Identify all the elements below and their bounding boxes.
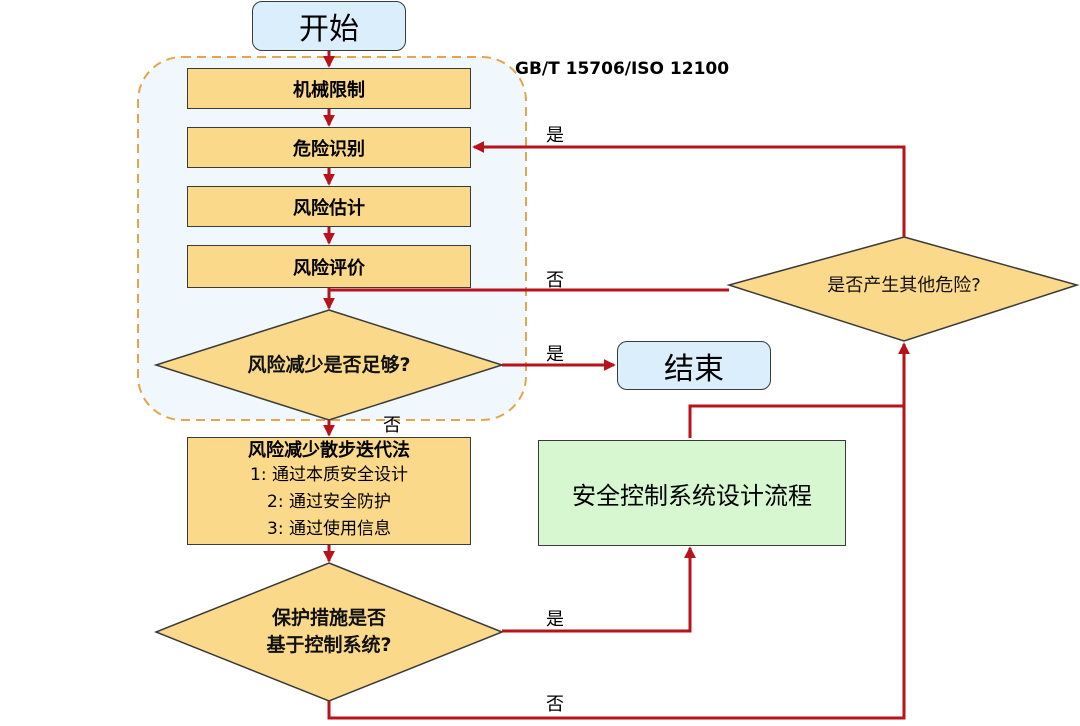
- label-yes-protect-to-control: 是: [546, 609, 564, 630]
- decision-risk-text: 风险减少是否足够?: [247, 353, 411, 376]
- decision-other-text: 是否产生其他危险?: [827, 275, 981, 297]
- step-machine-limits: 机械限制: [187, 68, 471, 109]
- control-system-design-box: 安全控制系统设计流程: [538, 440, 846, 546]
- step-risk-estimation: 风险估计: [187, 186, 471, 227]
- iterative-title: 风险减少散步迭代法: [248, 439, 410, 461]
- decision-protect-line-2: 基于控制系统?: [266, 634, 392, 656]
- decision-protect-label: 保护措施是否 基于控制系统?: [196, 602, 462, 662]
- iterative-line-3: 3: 通过使用信息: [267, 519, 391, 540]
- step-hazard-identification: 危险识别: [187, 127, 471, 168]
- label-no-other-to-decision: 否: [546, 270, 564, 291]
- decision-other-shape: [726, 236, 1080, 342]
- decision-protect-line-1: 保护措施是否: [271, 607, 386, 630]
- label-no-protect-to-other: 否: [546, 694, 564, 715]
- step-risk-evaluation: 风险评价: [187, 245, 471, 288]
- arrow-other-yes-to-hazard: [472, 141, 906, 237]
- decision-risk-label: 风险减少是否足够?: [196, 345, 462, 385]
- arrow-protect-to-control: [502, 546, 696, 633]
- decision-other-label: 是否产生其他危险?: [780, 266, 1028, 306]
- start-node: 开始: [252, 1, 406, 51]
- iterative-line-2: 2: 通过安全防护: [267, 492, 391, 513]
- arrow-protect-no-to-other: [327, 342, 910, 720]
- iterative-method-box: 风险减少散步迭代法 1: 通过本质安全设计 2: 通过安全防护 3: 通过使用信…: [187, 437, 471, 545]
- label-yes-risk-to-end: 是: [546, 344, 564, 365]
- line-control-up: [688, 404, 904, 438]
- label-yes-other-to-hazard: 是: [546, 125, 564, 146]
- label-no-risk-to-iterative: 否: [383, 415, 401, 436]
- iterative-line-1: 1: 通过本质安全设计: [250, 464, 408, 485]
- standard-label: GB/T 15706/ISO 12100: [515, 59, 730, 79]
- end-node: 结束: [617, 341, 771, 390]
